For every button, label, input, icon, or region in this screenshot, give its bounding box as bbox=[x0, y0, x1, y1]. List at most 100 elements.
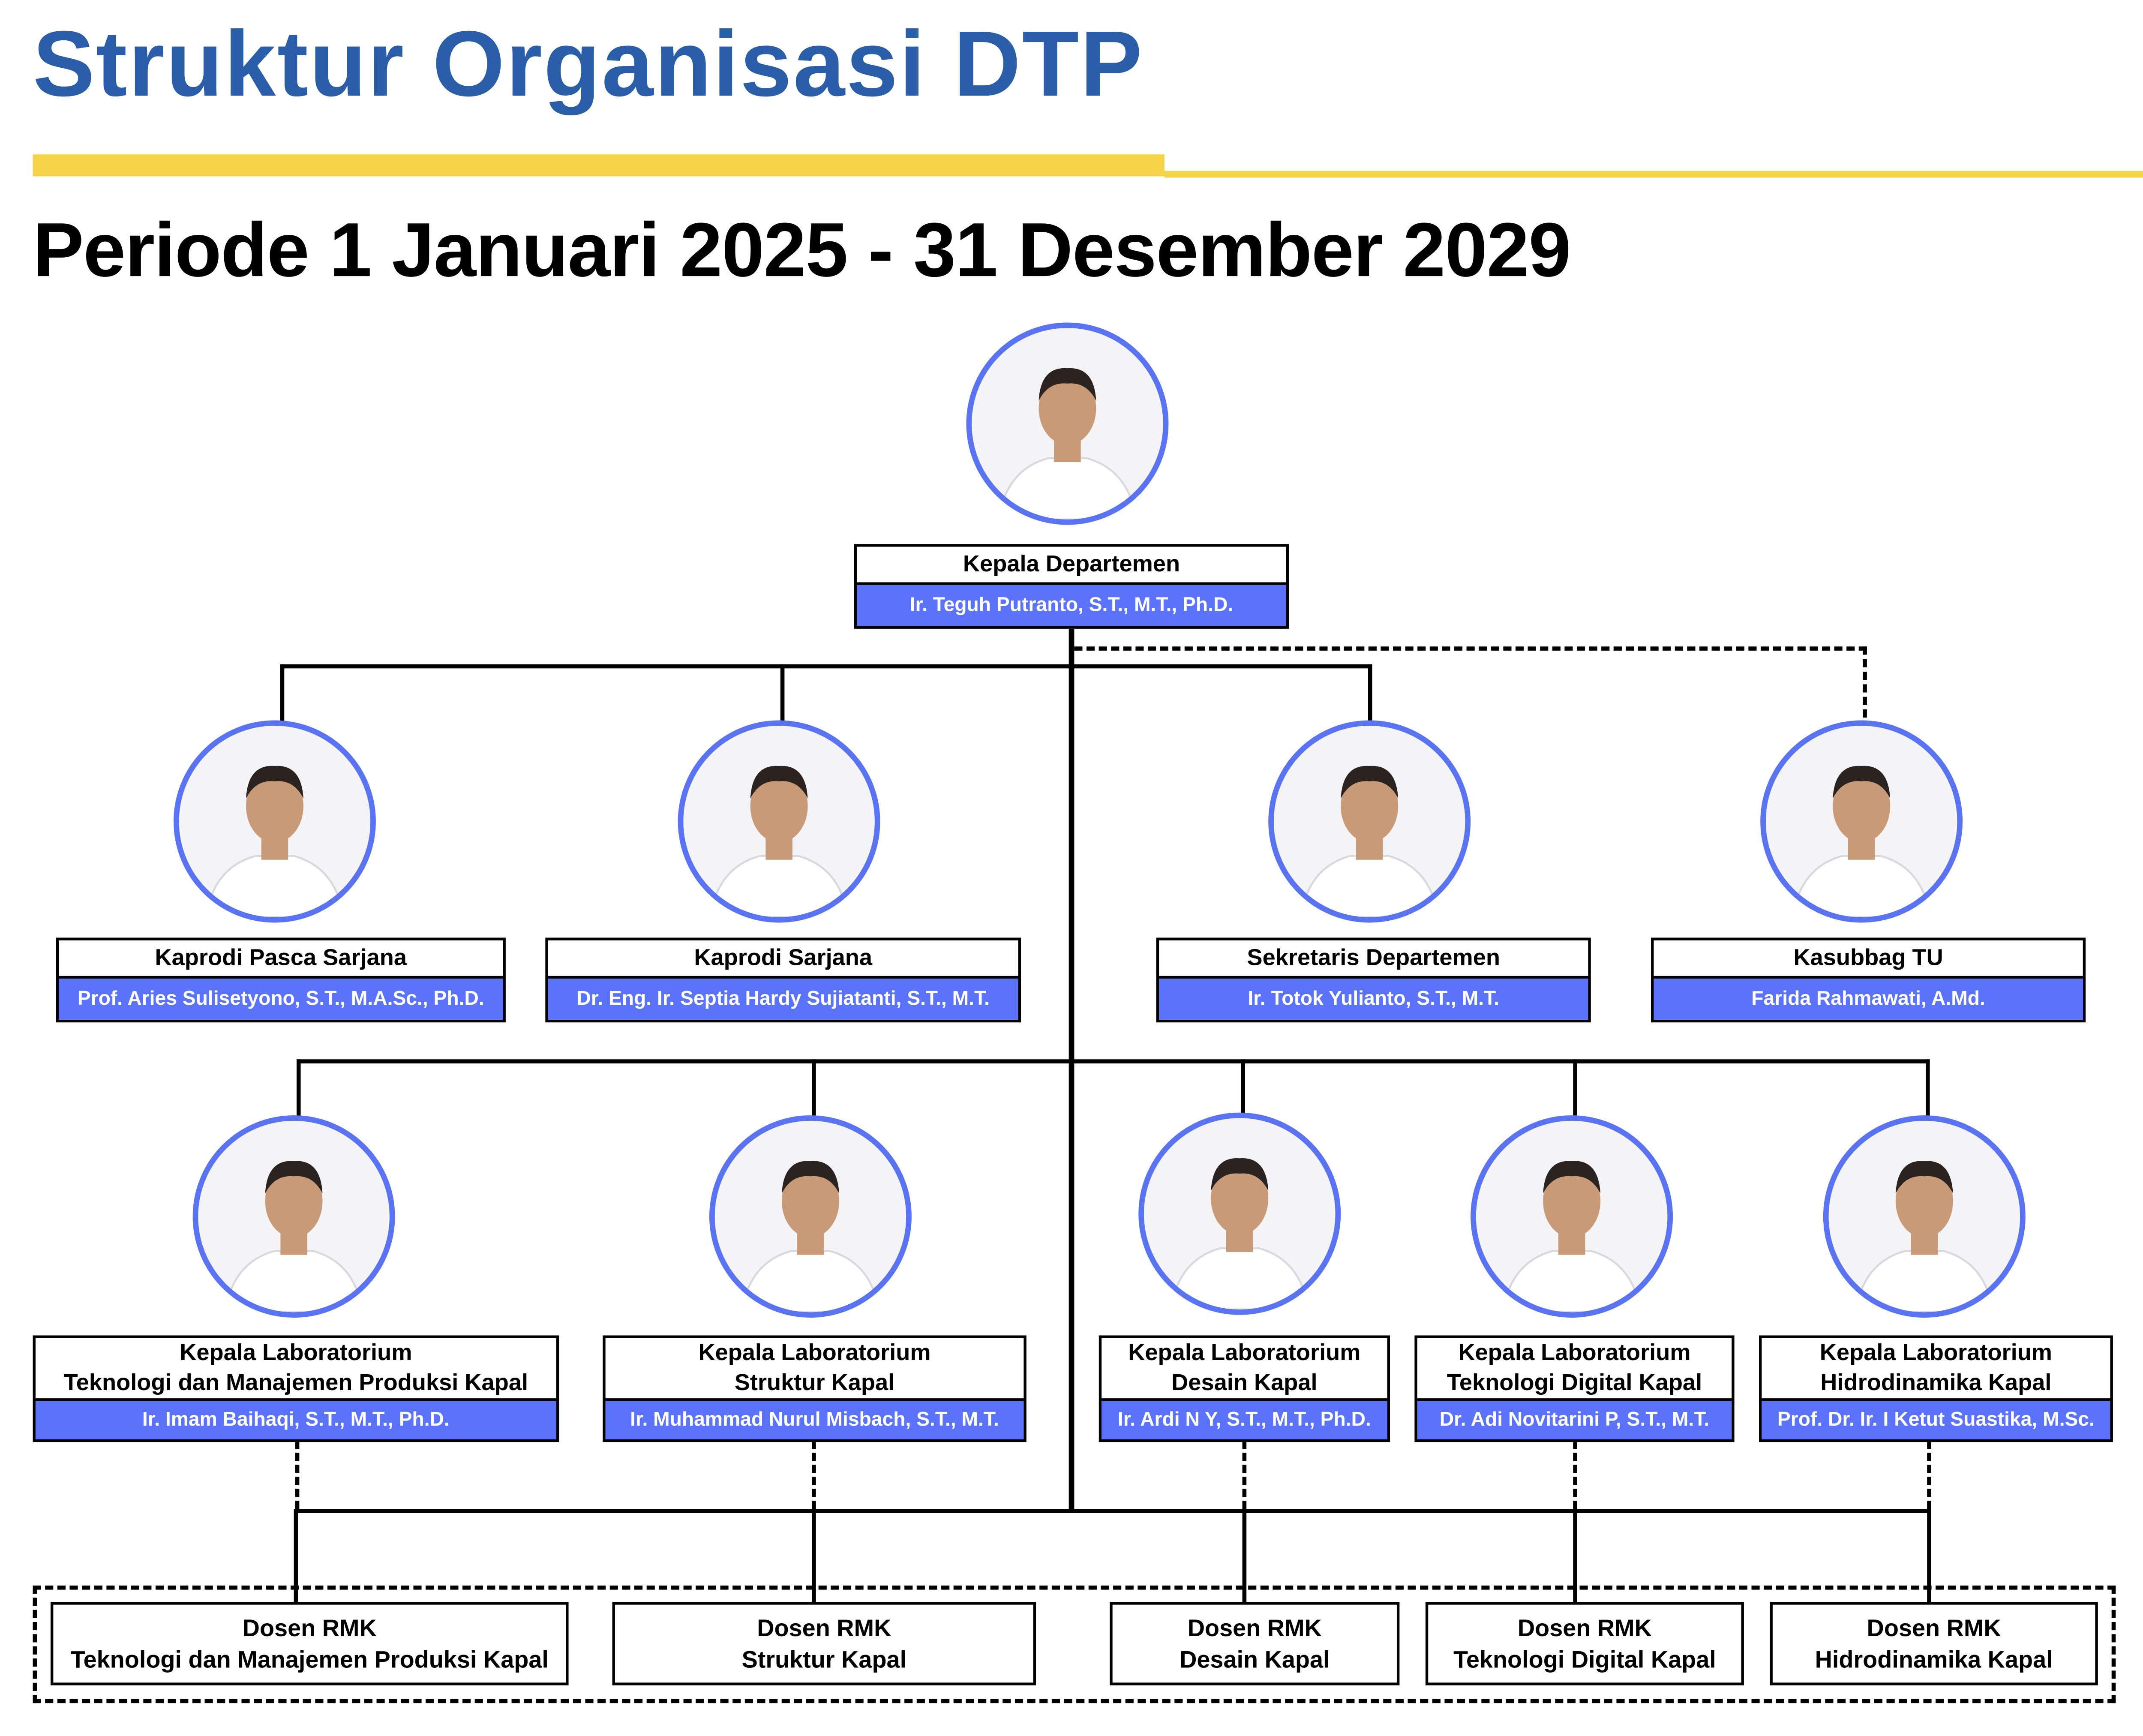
dosen-label: Dosen RMK bbox=[1867, 1614, 2001, 1641]
connector-level2 bbox=[280, 664, 1372, 669]
person-silhouette-icon bbox=[683, 726, 875, 917]
person-silhouette-icon bbox=[1828, 1120, 2020, 1313]
lab-name: Hidrodinamika Kapal bbox=[1820, 1370, 2052, 1396]
dashed-connector bbox=[1242, 1440, 1247, 1509]
dosen-group: Struktur Kapal bbox=[741, 1645, 907, 1673]
connector bbox=[1573, 1059, 1577, 1117]
dosen-group: Teknologi Digital Kapal bbox=[1453, 1645, 1716, 1673]
accent-bar bbox=[33, 154, 1165, 177]
role-line: Kepala Laboratorium bbox=[1458, 1340, 1691, 1366]
person-silhouette-icon bbox=[972, 328, 1163, 520]
connector-labs bbox=[296, 1059, 1930, 1063]
role-title: Sekretaris Departemen bbox=[1159, 940, 1588, 979]
person-photo bbox=[192, 1115, 395, 1318]
person-silhouette-icon bbox=[1144, 1118, 1336, 1310]
position-card: Kaprodi Sarjana Dr. Eng. Ir. Septia Hard… bbox=[545, 937, 1021, 1023]
person-name: Dr. Adi Novitarini P, S.T., M.T. bbox=[1417, 1401, 1732, 1439]
connector bbox=[1926, 1059, 1930, 1117]
lab-name: Struktur Kapal bbox=[734, 1370, 895, 1396]
connector bbox=[294, 1509, 298, 1602]
position-card: Kasubbag TU Farida Rahmawati, A.Md. bbox=[1651, 937, 2086, 1023]
person-photo-head bbox=[966, 322, 1169, 525]
role-line: Kepala Laboratorium bbox=[180, 1340, 412, 1366]
dashed-connector bbox=[295, 1440, 300, 1509]
dashed-connector bbox=[1927, 1440, 1931, 1509]
person-silhouette-icon bbox=[198, 1120, 390, 1313]
connector bbox=[812, 1059, 816, 1117]
dashed-connector bbox=[1863, 646, 1867, 718]
dosen-group: Desain Kapal bbox=[1180, 1645, 1330, 1673]
period-subtitle: Periode 1 Januari 2025 - 31 Desember 202… bbox=[33, 206, 1571, 293]
role-title: Kaprodi Pasca Sarjana bbox=[59, 940, 503, 979]
person-name: Prof. Dr. Ir. I Ketut Suastika, M.Sc. bbox=[1762, 1401, 2110, 1439]
person-photo bbox=[1268, 720, 1471, 923]
connector bbox=[296, 1059, 301, 1117]
role-title: Kepala Departemen bbox=[857, 547, 1286, 585]
role-line: Kepala Laboratorium bbox=[1819, 1340, 2053, 1366]
person-name: Prof. Aries Sulisetyono, S.T., M.A.Sc., … bbox=[59, 979, 503, 1020]
person-name: Farida Rahmawati, A.Md. bbox=[1654, 979, 2083, 1020]
person-photo bbox=[709, 1115, 912, 1318]
connector bbox=[280, 664, 285, 722]
person-photo bbox=[1138, 1112, 1341, 1315]
connector-dosen bbox=[296, 1509, 1930, 1514]
dosen-card: Dosen RMK Hidrodinamika Kapal bbox=[1770, 1602, 2098, 1685]
position-card: Kaprodi Pasca Sarjana Prof. Aries Sulise… bbox=[56, 937, 506, 1023]
person-name: Ir. Imam Baihaqi, S.T., M.T., Ph.D. bbox=[35, 1401, 556, 1439]
person-name: Dr. Eng. Ir. Septia Hardy Sujiatanti, S.… bbox=[548, 979, 1018, 1020]
person-name: Ir. Muhammad Nurul Misbach, S.T., M.T. bbox=[605, 1401, 1024, 1439]
page-title: Struktur Organisasi DTP bbox=[33, 12, 1144, 117]
connector bbox=[1242, 1509, 1247, 1602]
connector bbox=[812, 1509, 816, 1602]
connector bbox=[780, 664, 785, 722]
person-silhouette-icon bbox=[1273, 726, 1465, 917]
person-name: Ir. Ardi N Y, S.T., M.T., Ph.D. bbox=[1102, 1401, 1387, 1439]
dosen-group-frame bbox=[33, 1586, 2116, 1703]
role-line: Kepala Laboratorium bbox=[698, 1340, 931, 1366]
role-title: Kasubbag TU bbox=[1654, 940, 2083, 979]
person-photo bbox=[1760, 720, 1963, 923]
connector bbox=[1241, 1059, 1245, 1114]
head-card: Kepala Departemen Ir. Teguh Putranto, S.… bbox=[854, 544, 1289, 629]
person-photo bbox=[1471, 1115, 1673, 1318]
position-card: Sekretaris Departemen Ir. Totok Yulianto… bbox=[1156, 937, 1591, 1023]
dosen-label: Dosen RMK bbox=[1187, 1614, 1322, 1641]
person-photo bbox=[173, 720, 376, 923]
person-photo bbox=[678, 720, 880, 923]
connector bbox=[1368, 664, 1372, 722]
person-silhouette-icon bbox=[714, 1120, 906, 1313]
person-silhouette-icon bbox=[1476, 1120, 1668, 1313]
connector-trunk bbox=[1068, 628, 1075, 1514]
dosen-card: Dosen RMK Struktur Kapal bbox=[612, 1602, 1036, 1685]
dosen-label: Dosen RMK bbox=[1517, 1614, 1652, 1641]
lab-name: Teknologi Digital Kapal bbox=[1447, 1370, 1702, 1396]
person-silhouette-icon bbox=[179, 726, 371, 917]
lab-name: Teknologi dan Manajemen Produksi Kapal bbox=[63, 1370, 528, 1396]
person-photo bbox=[1823, 1115, 2026, 1318]
dashed-connector bbox=[1573, 1440, 1577, 1509]
role-line: Kepala Laboratorium bbox=[1128, 1340, 1361, 1366]
person-silhouette-icon bbox=[1765, 726, 1957, 917]
dosen-group: Hidrodinamika Kapal bbox=[1815, 1645, 2053, 1673]
person-name: Ir. Teguh Putranto, S.T., M.T., Ph.D. bbox=[857, 585, 1286, 626]
dashed-connector bbox=[1074, 646, 1867, 651]
dosen-label: Dosen RMK bbox=[757, 1614, 891, 1641]
dosen-label: Dosen RMK bbox=[242, 1614, 377, 1641]
lab-name: Desain Kapal bbox=[1171, 1370, 1318, 1396]
dashed-connector bbox=[812, 1440, 816, 1509]
connector bbox=[1573, 1509, 1577, 1602]
role-title: Kaprodi Sarjana bbox=[548, 940, 1018, 979]
dosen-card: Dosen RMK Teknologi Digital Kapal bbox=[1425, 1602, 1744, 1685]
person-name: Ir. Totok Yulianto, S.T., M.T. bbox=[1159, 979, 1588, 1020]
